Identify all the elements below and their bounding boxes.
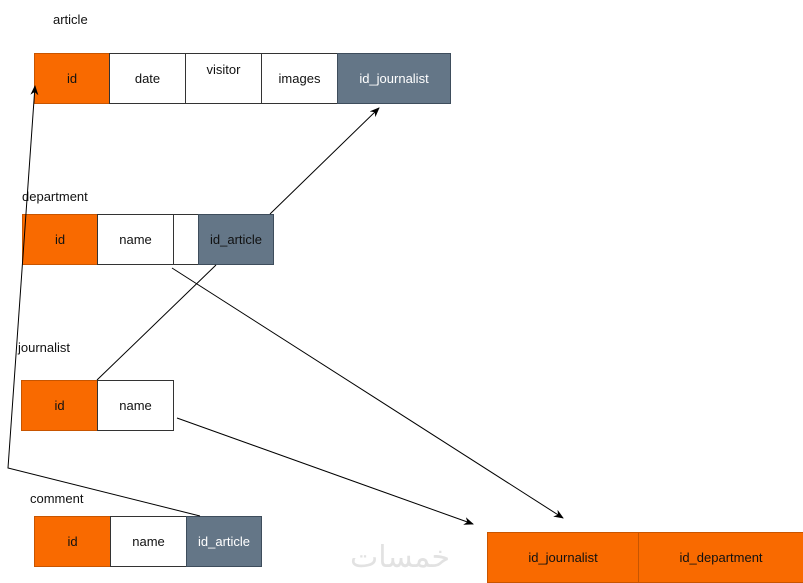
comment-title: comment (30, 491, 84, 506)
article-title: article (53, 12, 88, 27)
journalist-to-department-line (96, 264, 217, 381)
link-id-department[interactable]: id_department (638, 532, 803, 583)
journalist-id[interactable]: id (21, 380, 98, 431)
department-empty-cell[interactable] (173, 214, 199, 265)
department-id[interactable]: id (22, 214, 98, 265)
article-id-journalist[interactable]: id_journalist (337, 53, 451, 104)
comment-to-article-arrow (7, 85, 201, 517)
department-to-journalist-arrow (269, 107, 380, 215)
watermark-logo: خمسات (350, 540, 451, 575)
article-visitor[interactable]: visitor (185, 53, 262, 104)
comment-name[interactable]: name (110, 516, 187, 567)
journalist-title: journalist (18, 340, 71, 355)
comment-id-article[interactable]: id_article (186, 516, 262, 567)
department-id-article[interactable]: id_article (198, 214, 274, 265)
article-date[interactable]: date (109, 53, 186, 104)
department-name[interactable]: name (97, 214, 174, 265)
department-title: department (22, 189, 88, 204)
journalist-to-link-arrow (176, 417, 474, 525)
comment-id[interactable]: id (34, 516, 111, 567)
department-to-link-arrow (171, 267, 564, 519)
journalist-name[interactable]: name (97, 380, 174, 431)
